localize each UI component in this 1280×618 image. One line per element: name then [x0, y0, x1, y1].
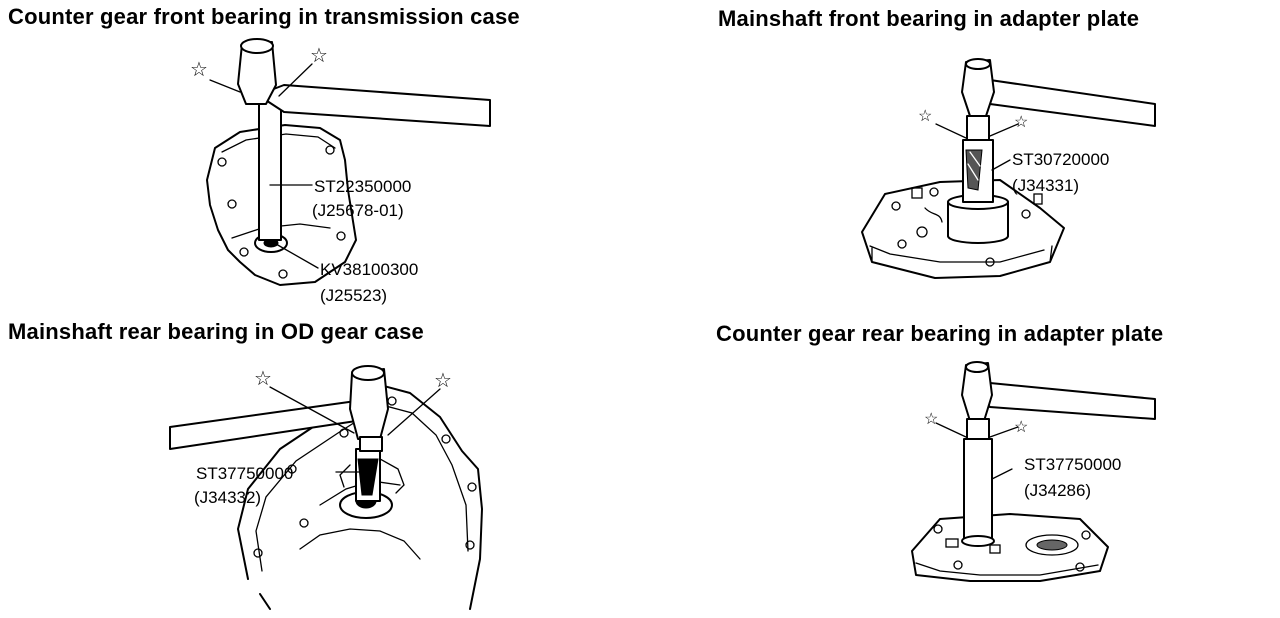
panel-title: Counter gear front bearing in transmissi… — [8, 4, 520, 29]
star-symbol-right: ☆ — [1014, 419, 1029, 436]
adapter-part-number: KV38100300 — [320, 260, 419, 279]
drift-alt-number: (J34332) — [194, 488, 262, 507]
drift-illustration — [861, 58, 1156, 279]
panel-mainshaft-rear-bearing: Mainshaft rear bearing in OD gear case ☆ — [0, 309, 640, 618]
drift-part-number: ST37750000 — [196, 464, 294, 483]
star-symbol-left: ☆ — [924, 411, 939, 428]
drift-part-number: ST22350000 — [314, 177, 412, 196]
star-symbol-left: ☆ — [918, 108, 933, 125]
panel-counter-gear-rear-bearing: Counter gear rear bearing in adapter pla… — [640, 309, 1280, 618]
drift-alt-number: (J25678-01) — [312, 201, 404, 220]
drift-alt-number: (J34331) — [1012, 176, 1080, 195]
drift-illustration — [911, 361, 1156, 582]
adapter-alt-number: (J25523) — [320, 286, 388, 305]
drift-illustration — [169, 365, 483, 610]
drift-alt-number: (J34286) — [1024, 481, 1092, 500]
transmission-case — [206, 124, 357, 286]
star-symbol-left: ☆ — [254, 368, 272, 390]
star-symbol-right: ☆ — [434, 370, 452, 392]
panel-mainshaft-front-bearing: Mainshaft front bearing in adapter plate — [640, 0, 1280, 309]
od-gear-case — [237, 384, 483, 610]
drift-illustration — [206, 38, 491, 286]
panel-title: Mainshaft rear bearing in OD gear case — [8, 319, 424, 344]
panel-title: Counter gear rear bearing in adapter pla… — [716, 321, 1164, 346]
drift-part-number: ST37750000 — [1024, 455, 1122, 474]
star-symbol-right: ☆ — [1014, 114, 1029, 131]
star-symbol-right: ☆ — [310, 45, 328, 67]
panel-title: Mainshaft front bearing in adapter plate — [718, 6, 1140, 31]
drift-part-number: ST30720000 — [1012, 150, 1110, 169]
star-symbol-left: ☆ — [190, 59, 208, 81]
panel-counter-gear-front-bearing: Counter gear front bearing in transmissi… — [0, 0, 640, 309]
